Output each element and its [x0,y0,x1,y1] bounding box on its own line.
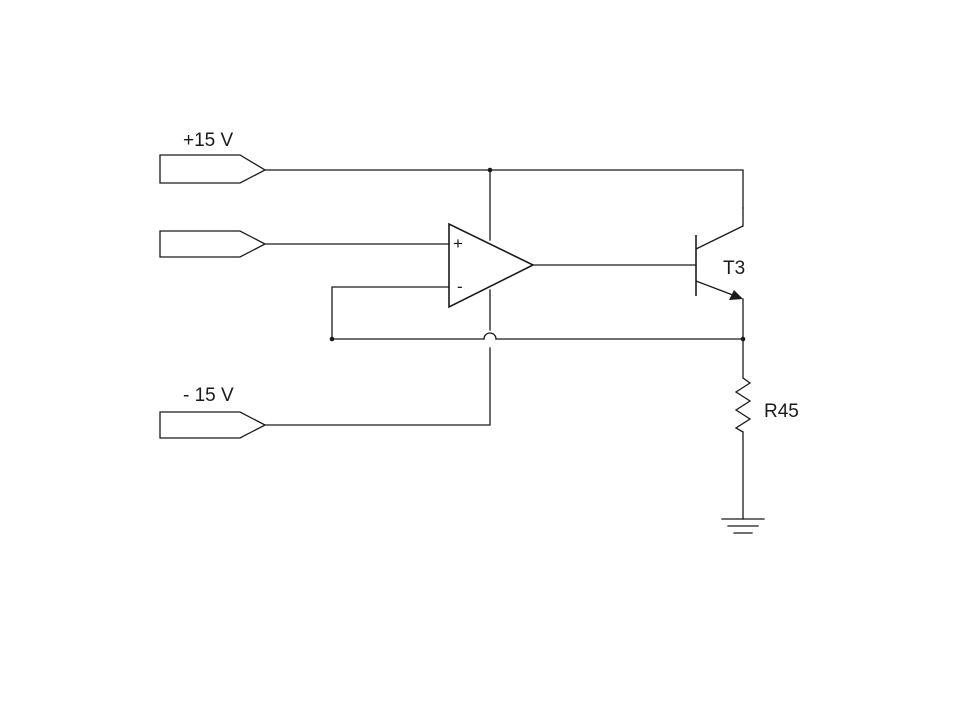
wire-crossover [483,332,497,340]
input-connector [159,230,267,258]
pos-supply-connector [159,154,267,184]
opamp-symbol [448,222,535,309]
transistor-emitter [695,280,739,298]
resistor-label: R45 [764,401,799,422]
emitter-arrow [729,290,743,300]
pos-supply-label: +15 V [183,130,234,151]
opamp-plus-sign: + [453,234,463,253]
pos-supply-wire [264,169,744,209]
opamp-minus-sign: - [457,277,463,296]
resistor-symbol [734,377,752,433]
transistor-collector [695,225,744,250]
feedback-wire [331,286,485,340]
neg-supply-wire [264,347,491,426]
neg-supply-label: - 15 V [183,385,234,406]
neg-supply-connector [159,411,267,439]
ground-icon [721,518,765,534]
transistor-label: T3 [723,258,745,279]
junction-dot [487,167,493,173]
junction-dot [329,336,335,342]
